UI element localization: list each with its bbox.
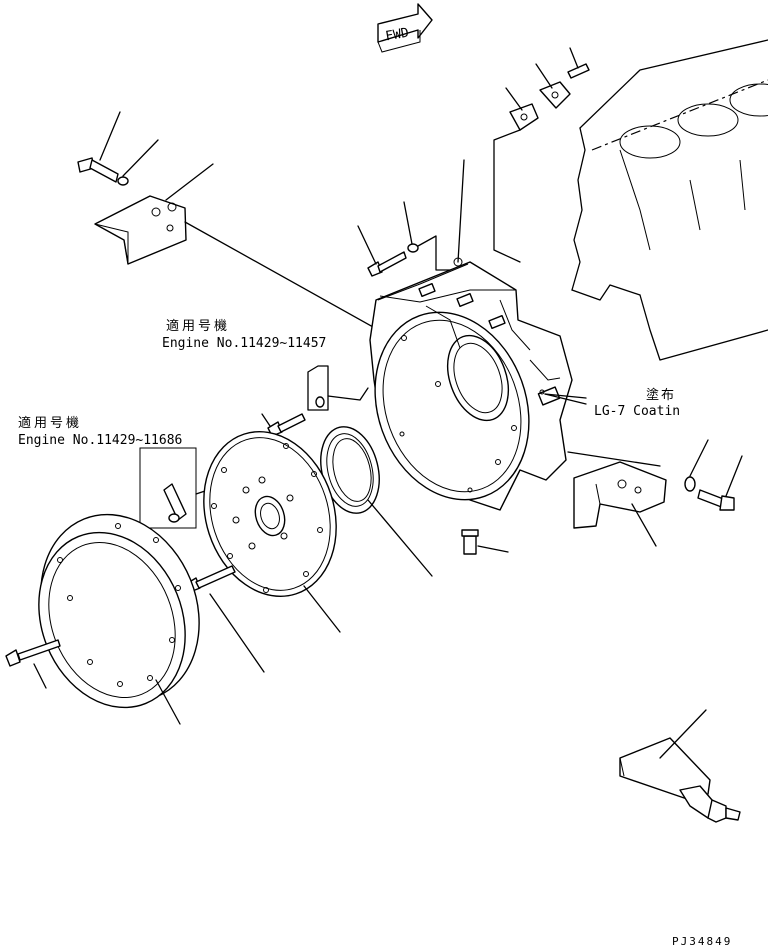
ring-gear-bolt (5, 639, 61, 689)
dowel-washer (307, 365, 369, 411)
housing-bolts (357, 159, 465, 277)
upper-note-title: 適用号機 (166, 318, 230, 334)
upper-note-range: Engine No.11429~11457 (162, 336, 326, 351)
ring-gear (38, 513, 200, 725)
drain-plug (461, 529, 509, 555)
cover-plates (493, 47, 590, 263)
right-bracket (567, 439, 743, 547)
upper-left-bracket (77, 111, 401, 343)
fwd-arrow: FWD (377, 3, 433, 53)
fwd-label: FWD (384, 26, 410, 45)
drawing-code: PJ34849 (672, 935, 732, 947)
flywheel-housing (369, 257, 587, 511)
engine-block (571, 39, 768, 361)
lower-note-range: Engine No.11429~11686 (18, 433, 182, 448)
flywheel (203, 430, 341, 633)
applicability-note-upper: 適用号機 Engine No.11429~11457 (162, 318, 326, 351)
pin-detail-box (139, 447, 209, 529)
special-tool (619, 709, 741, 823)
coating-note: 塗布 LG-7 Coatin (594, 387, 680, 419)
lower-note-title: 適用号機 (18, 415, 82, 431)
oil-seal (320, 426, 433, 577)
applicability-note-lower: 適用号機 Engine No.11429~11686 (18, 415, 182, 448)
coating-title: 塗布 (646, 387, 676, 403)
coating-material: LG-7 Coatin (594, 404, 680, 419)
